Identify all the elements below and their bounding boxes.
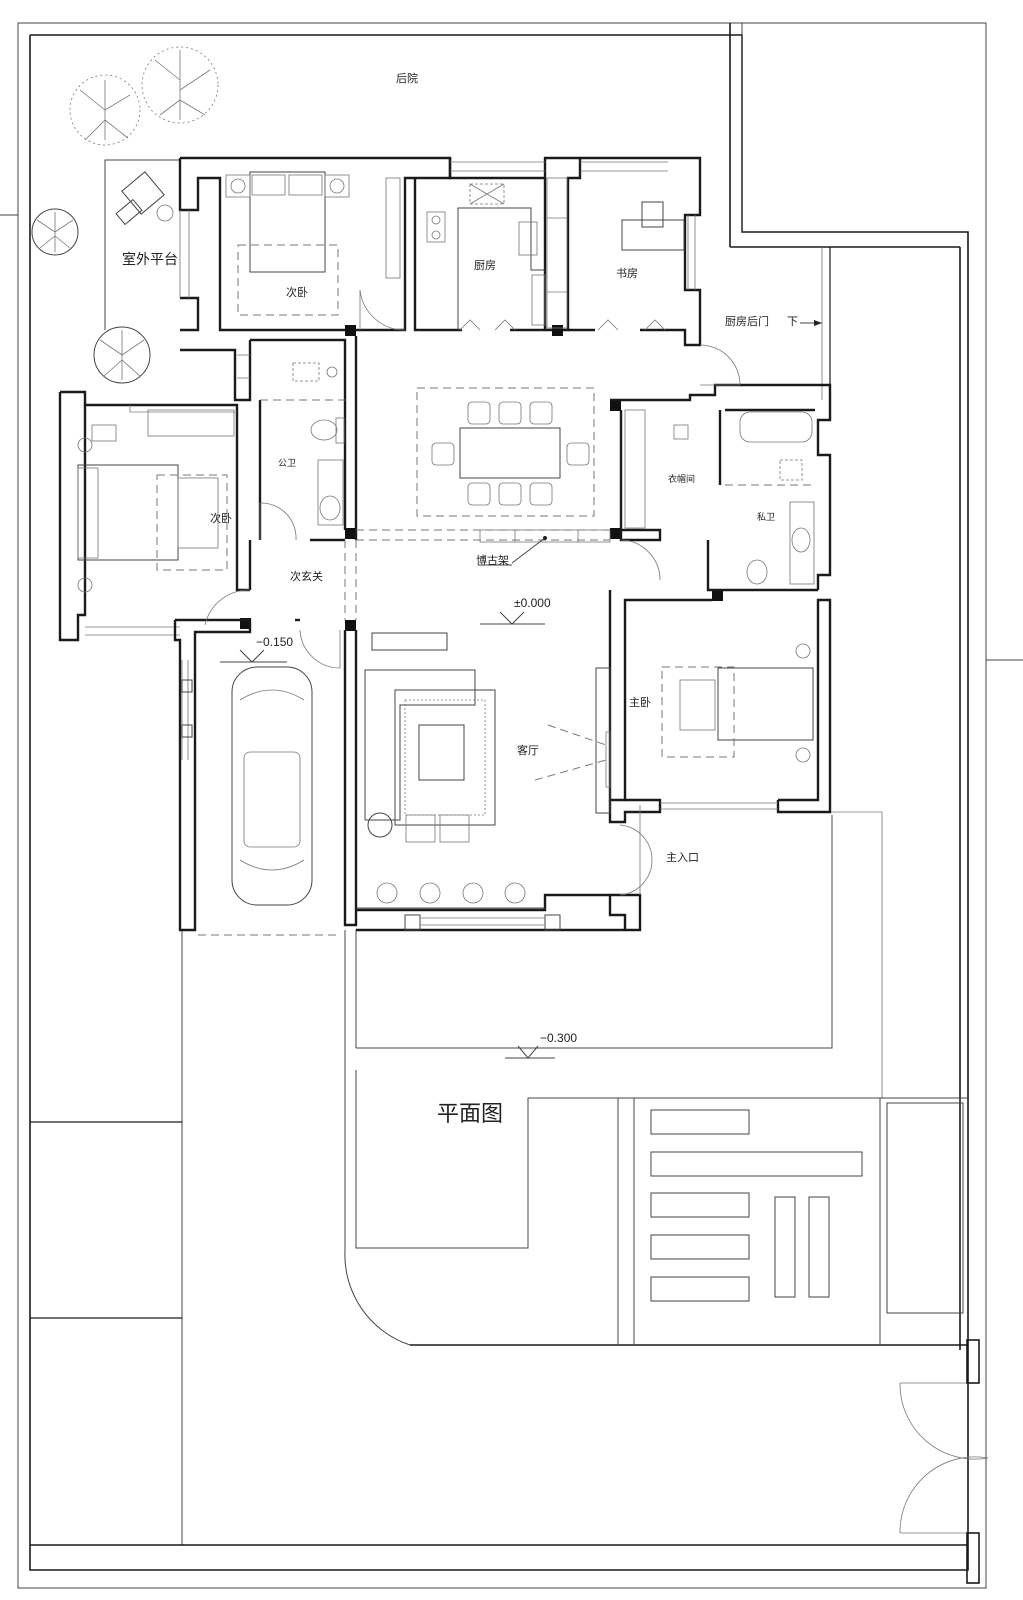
west-yard-lines	[30, 930, 968, 1546]
outdoor-terrace	[104, 159, 180, 330]
drawing-title: 平面图	[437, 1102, 504, 1127]
coffee-table-icon	[418, 724, 465, 781]
room-label-living-room: 客厅	[517, 744, 539, 757]
room-label-walk-in-closet: 衣帽间	[668, 475, 696, 485]
dining-table-icon	[416, 387, 595, 517]
room-label-public-bathroom: 公卫	[278, 459, 297, 469]
bathroom-fixtures	[292, 362, 815, 585]
site-boundary	[0, 22, 1023, 1589]
bed-icon	[661, 643, 814, 763]
room-label-private-bathroom: 私卫	[757, 513, 776, 523]
wardrobe-icon	[624, 409, 646, 529]
room-label-kitchen: 厨房	[474, 259, 496, 272]
room-label-secondary-bedroom-west: 次卧	[210, 512, 232, 525]
toilet-icon	[310, 419, 338, 441]
stove-icon	[426, 211, 446, 243]
door-swings	[204, 289, 822, 896]
leader-line	[478, 536, 547, 566]
kitchen-fixtures	[426, 177, 568, 330]
label-display-shelf: 博古架	[476, 554, 509, 567]
sink-icon	[518, 221, 538, 256]
bathtub-icon	[739, 411, 813, 443]
tree-icon	[31, 46, 219, 384]
armchair-icon	[115, 171, 174, 226]
room-label-secondary-entrance: 次玄关	[290, 570, 323, 583]
room-label-study: 书房	[616, 267, 638, 280]
living-room-furniture	[356, 632, 545, 909]
elevation-yard: −0.300	[540, 1031, 578, 1045]
washbasin-icon	[319, 495, 341, 521]
rug-icon	[394, 689, 496, 826]
refrigerator-icon	[531, 274, 546, 326]
car-icon	[231, 666, 313, 906]
bar-stool-icon	[376, 882, 526, 904]
elevation-garage: −0.150	[256, 635, 294, 649]
house-walls	[58, 156, 832, 936]
bed-icon	[225, 171, 350, 316]
label-step-down: 下	[787, 315, 798, 328]
sofa-icon	[364, 669, 476, 821]
desk-icon	[621, 201, 685, 251]
room-label-backyard: 后院	[396, 72, 418, 85]
tv-cabinet-icon	[371, 632, 448, 651]
elevation-interior: ±0.000	[514, 596, 551, 610]
wardrobe-icon	[385, 177, 401, 279]
room-label-outdoor-terrace: 室外平台	[122, 252, 178, 268]
room-label-master-bedroom: 主卧	[629, 696, 651, 709]
elevation-markers	[220, 611, 555, 1059]
label-kitchen-back-door: 厨房后门	[725, 315, 769, 328]
label-main-entrance: 主入口	[666, 851, 699, 864]
room-label-secondary-bedroom-north: 次卧	[286, 286, 308, 299]
bed-icon	[77, 409, 235, 593]
front-yard	[344, 811, 989, 1584]
